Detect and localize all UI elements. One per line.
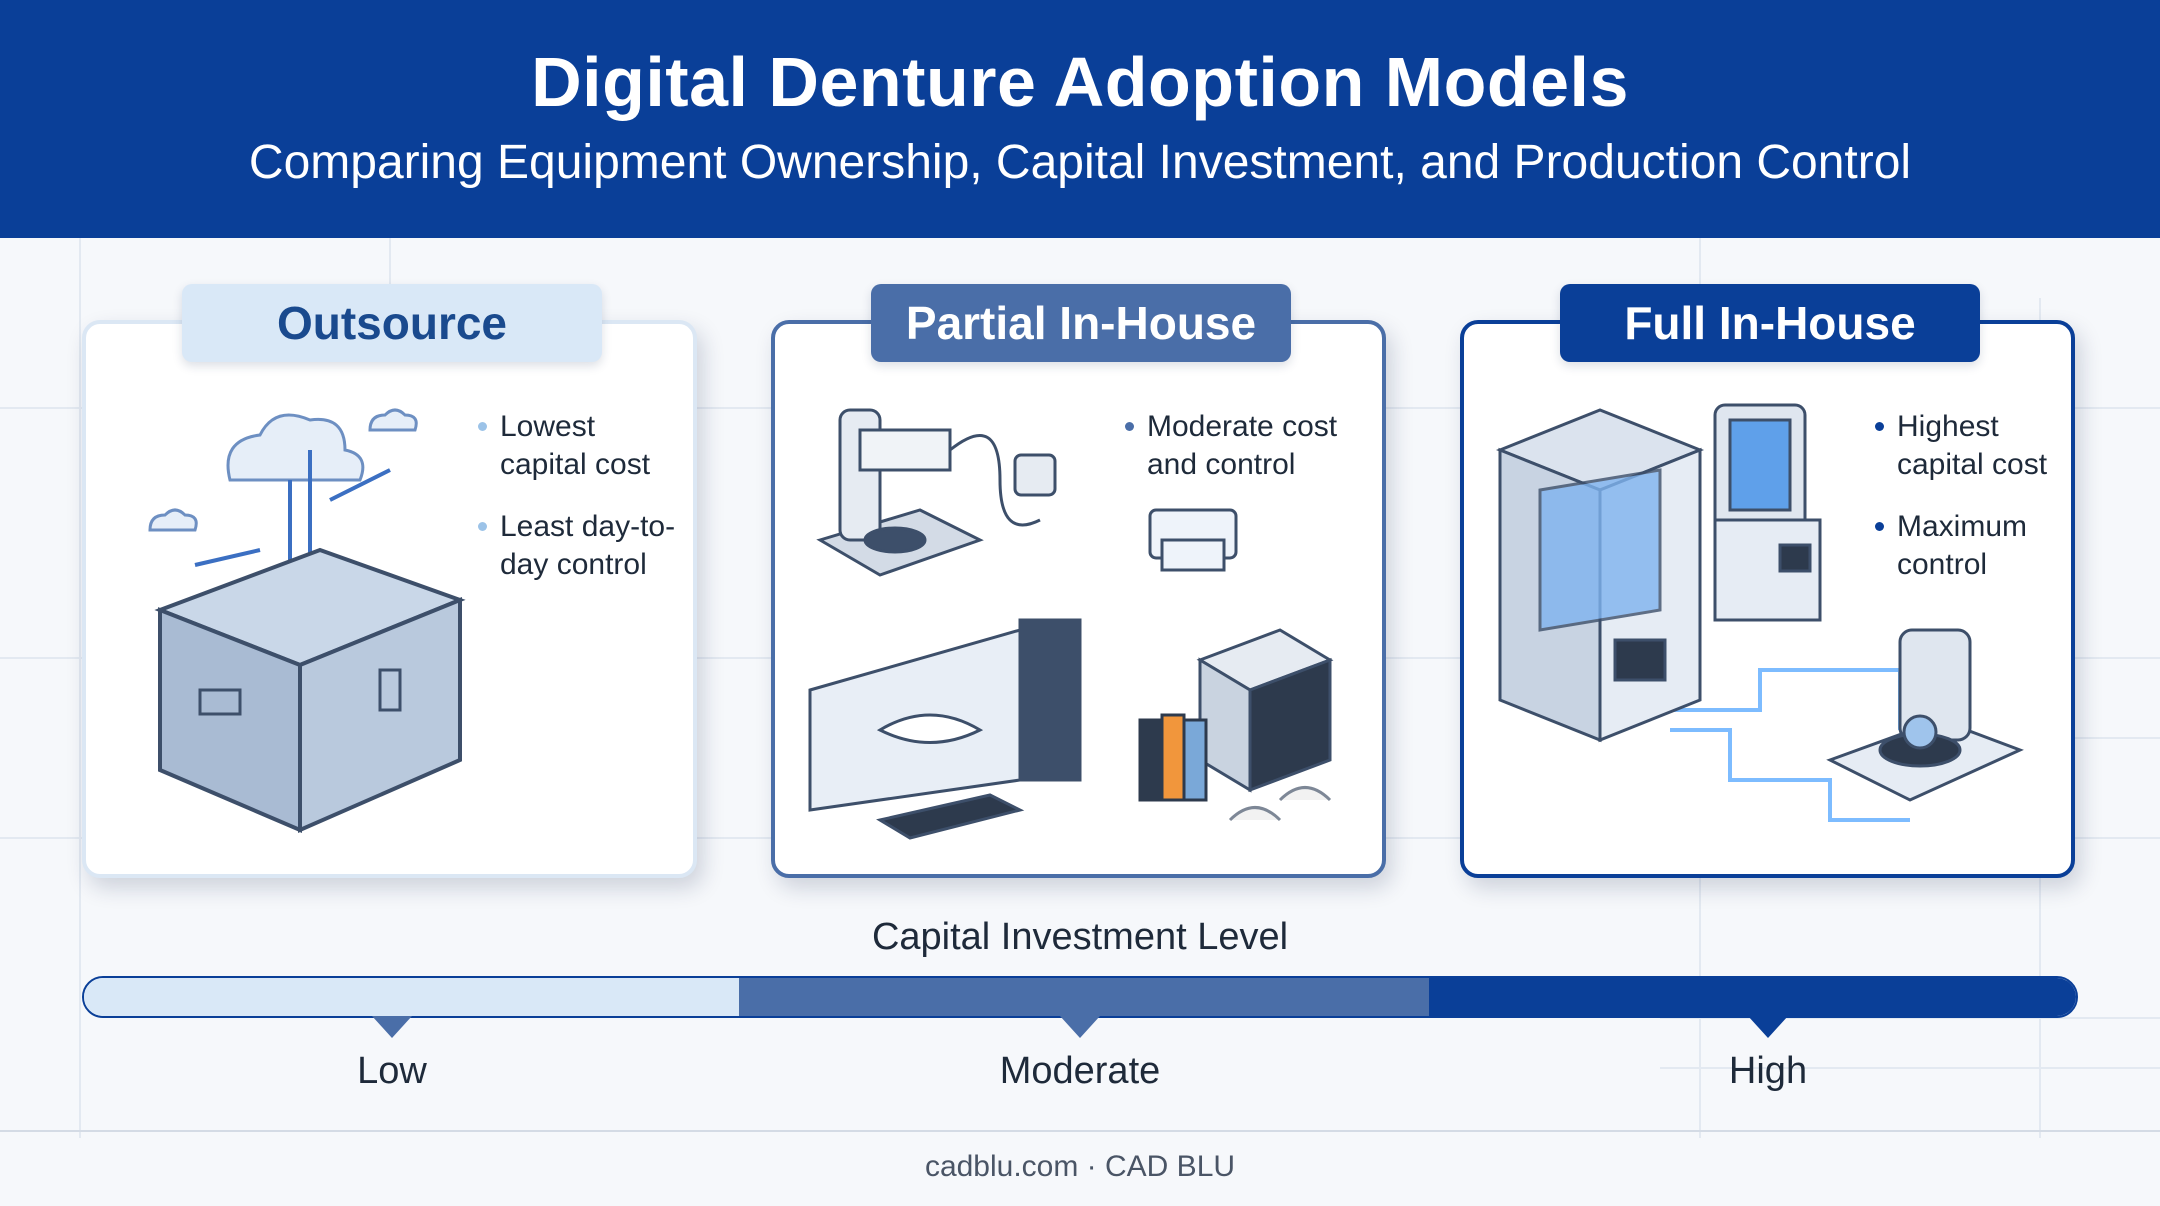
3d-printer-icon	[1196, 628, 1334, 793]
bullet-item: Moderate cost and control	[1123, 408, 1363, 484]
footer-credit: cadblu.com · CAD BLU	[924, 1150, 1236, 1183]
investment-level-bar	[82, 976, 2078, 1018]
bullet-item: Lowest capital cost	[476, 408, 686, 484]
high-segment	[1429, 978, 2076, 1016]
bullet-item: Maximum control	[1873, 508, 2093, 584]
partial-in-house-label: Partial In-House	[871, 284, 1291, 362]
page-title: Digital Denture Adoption Models	[531, 43, 1629, 121]
footer-divider	[0, 1130, 2160, 1132]
equipment-crate-icon	[154, 547, 466, 834]
outsource-bullets: Lowest capital cost Least day-to-day con…	[476, 408, 686, 608]
lab-scanner-icon	[1826, 628, 2024, 802]
level-moderate: Moderate	[999, 1050, 1161, 1092]
low-pointer	[372, 1016, 412, 1038]
bullet-item: Least day-to-day control	[476, 508, 686, 584]
moderate-segment	[739, 978, 1429, 1016]
partial-in-house-illustration	[808, 408, 1334, 840]
full-in-house-label: Full In-House	[1560, 284, 1980, 362]
printer-icon	[1148, 508, 1238, 572]
full-in-house-bullets: Highest capital cost Maximum control	[1873, 408, 2093, 608]
bullet-item: Highest capital cost	[1873, 408, 2093, 484]
binders-icon	[1138, 713, 1208, 802]
low-segment	[84, 978, 739, 1016]
high-pointer	[1748, 1016, 1788, 1038]
page-subtitle: Comparing Equipment Ownership, Capital I…	[248, 136, 1912, 189]
intraoral-scanner-icon	[816, 408, 1057, 577]
level-high: High	[1728, 1050, 1808, 1092]
axis-title: Capital Investment Level	[871, 916, 1289, 958]
resin-3d-printer-icon	[1495, 408, 1705, 743]
full-in-house-illustration	[1495, 403, 2024, 822]
outsource-illustration	[148, 408, 466, 834]
wash-cure-unit-icon	[1713, 403, 1822, 622]
moderate-pointer	[1060, 1016, 1100, 1038]
header-banner: Digital Denture Adoption Models Comparin…	[0, 0, 2160, 238]
denture-icon	[1228, 786, 1332, 822]
level-low: Low	[357, 1050, 427, 1092]
partial-in-house-bullets: Moderate cost and control	[1123, 408, 1363, 508]
outsource-label: Outsource	[182, 284, 602, 362]
cad-workstation-icon	[808, 618, 1082, 840]
cloud-icon	[148, 408, 418, 532]
